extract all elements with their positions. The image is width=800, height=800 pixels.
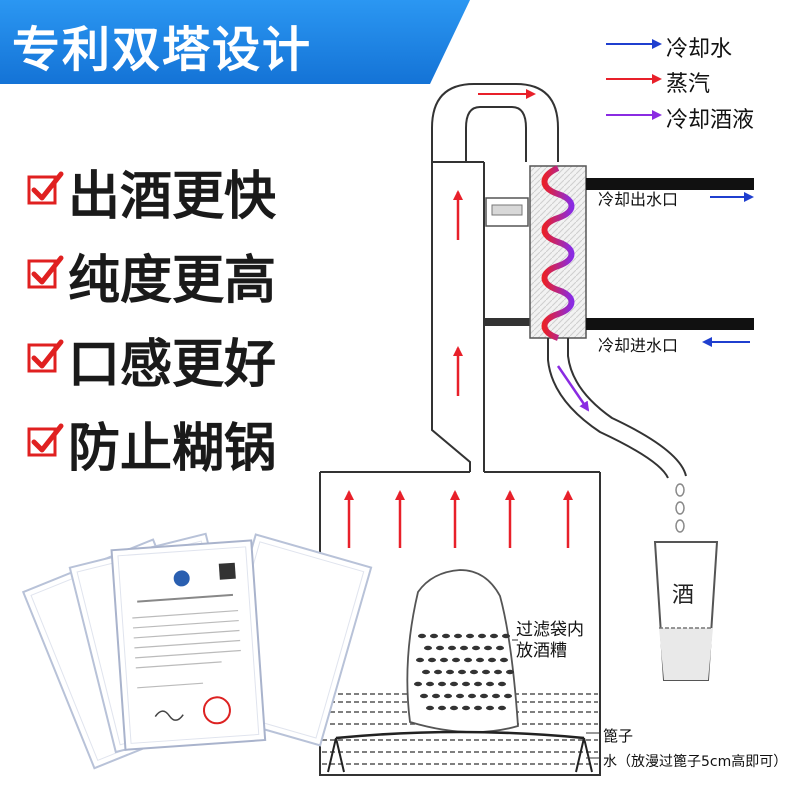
banner-background — [0, 0, 470, 84]
column-left-wall — [431, 162, 471, 472]
cooling-inlet-pipe — [586, 318, 754, 330]
checkbox-checked-icon — [27, 171, 64, 205]
support-bar — [484, 318, 530, 326]
filter-bag — [406, 569, 519, 734]
title-banner: 专利双塔设计 — [0, 0, 470, 84]
condensate-arrow — [556, 365, 590, 412]
legend-label-cooling-water: 冷却水 — [666, 37, 733, 62]
feature-label: 口感更好 — [68, 335, 277, 395]
rack-legs — [327, 737, 593, 773]
filter-bag-label-line: 过滤袋内 — [516, 620, 584, 640]
water-label: 水（放漫过篦子5cm高即可） — [603, 754, 788, 770]
cooling-outlet-pipe — [586, 178, 754, 190]
filter-bag-label: 过滤袋内 放酒糟 — [516, 620, 584, 662]
checkbox-checked-icon — [27, 423, 64, 457]
legend-label-condensate: 冷却酒液 — [666, 108, 755, 133]
liquor-drop — [675, 501, 685, 515]
checkbox-checked-icon — [27, 255, 64, 289]
steamer-rack — [335, 730, 585, 740]
legend-label-steam: 蒸汽 — [666, 72, 711, 97]
patent-certificates — [21, 532, 373, 770]
cup-label: 酒 — [672, 583, 695, 608]
cooling-inlet-label: 冷却进水口 — [598, 336, 679, 355]
filter-bag-label-line: 放酒糟 — [516, 641, 567, 661]
outlet-pipe-outer — [547, 338, 669, 479]
top-pipe-inner — [465, 106, 527, 162]
cooling-outlet-label: 冷却出水口 — [598, 190, 679, 209]
distillers-grains — [414, 633, 514, 711]
outlet-pipe-inner — [567, 338, 687, 477]
banner-title: 专利双塔设计 — [12, 22, 313, 78]
condenser-coil — [541, 165, 575, 341]
checkbox-checked-icon — [27, 339, 64, 373]
feature-label: 防止糊锅 — [68, 419, 277, 479]
feature-label: 出酒更快 — [68, 167, 277, 227]
liquor-drop — [675, 519, 685, 533]
feature-label: 纯度更高 — [68, 251, 277, 311]
top-pipe-outer — [431, 83, 559, 162]
liquor-drop — [675, 483, 685, 497]
rack-label: 篦子 — [603, 727, 634, 745]
